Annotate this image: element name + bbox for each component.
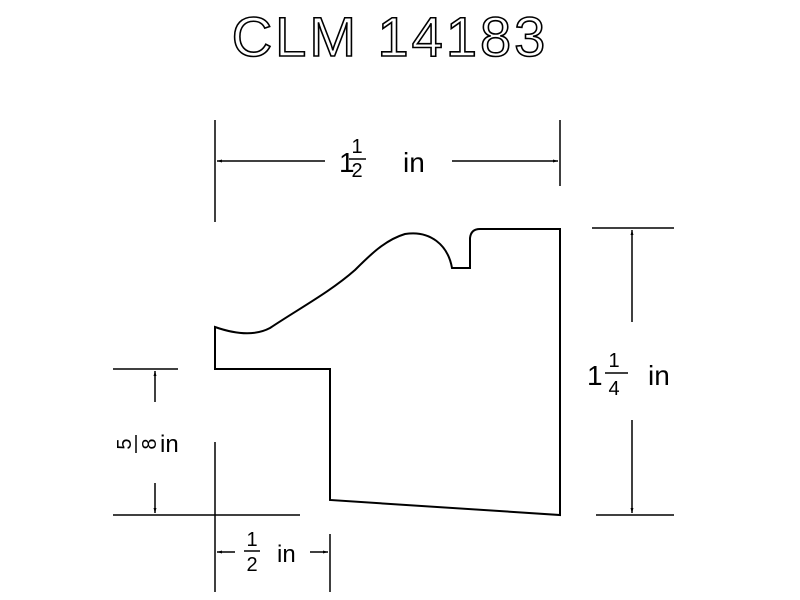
width-label: 1 1 2 in	[339, 136, 425, 182]
svg-text:1: 1	[587, 360, 603, 391]
rabbet-height-unit: in	[160, 431, 179, 458]
svg-text:1: 1	[339, 147, 355, 178]
rabbet-width-label: 1 2 in	[244, 529, 296, 576]
svg-text:in: in	[277, 541, 296, 568]
svg-text:1: 1	[351, 136, 362, 158]
svg-text:1: 1	[246, 529, 257, 551]
svg-text:1: 1	[608, 350, 619, 372]
rabbet-height-label: 5	[114, 435, 137, 453]
svg-text:8: 8	[139, 438, 161, 449]
rabbet-height-label-den: 8	[139, 438, 161, 449]
moulding-profile	[214, 228, 561, 517]
svg-text:4: 4	[608, 378, 619, 400]
svg-text:in: in	[648, 360, 670, 391]
svg-text:2: 2	[351, 160, 362, 182]
height-label: 1 1 4 in	[587, 350, 670, 400]
svg-text:5: 5	[114, 438, 136, 449]
svg-text:2: 2	[246, 554, 257, 576]
svg-text:in: in	[403, 147, 425, 178]
drawing-title: CLM 14183	[232, 5, 549, 68]
